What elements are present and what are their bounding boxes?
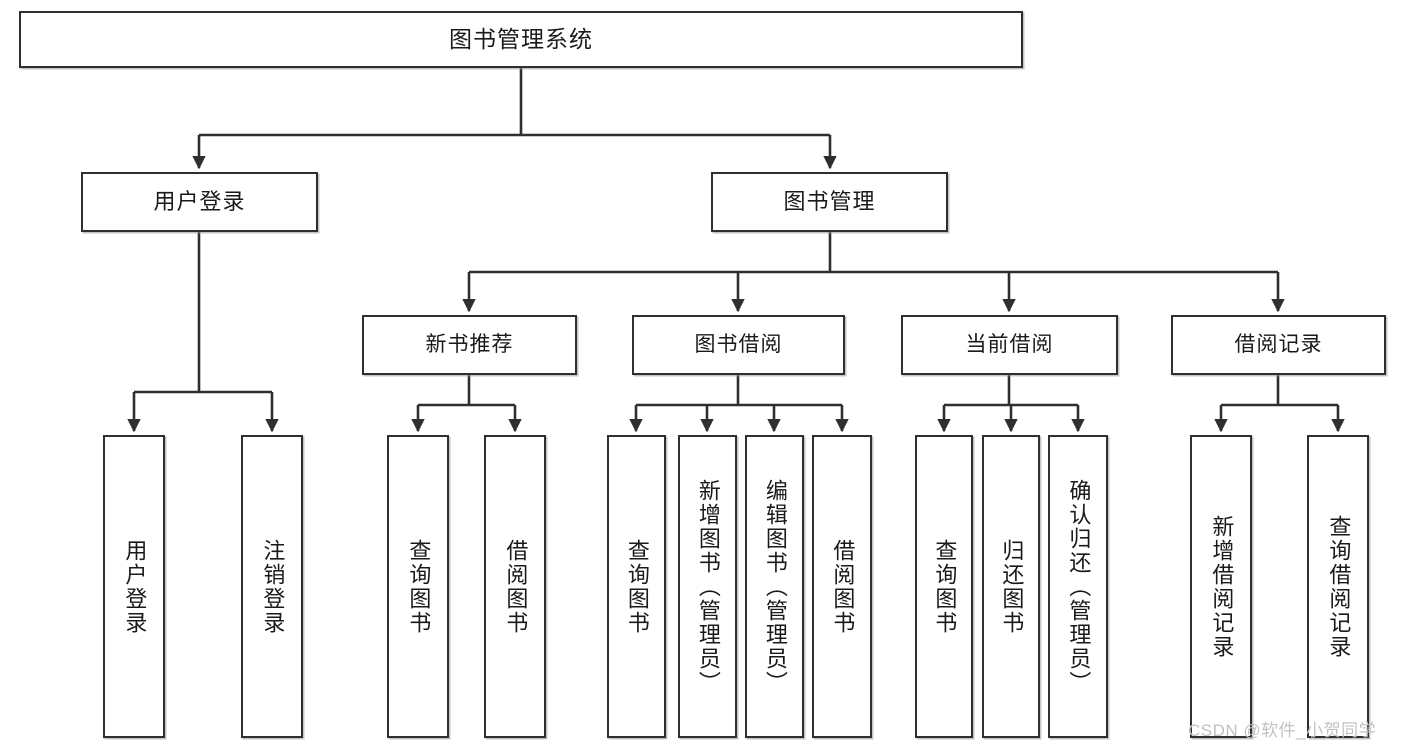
leaf-return-book[interactable]: 归还图书 xyxy=(982,435,1040,738)
leaf-add-book-admin-label: 新增图书（管理员） xyxy=(695,478,721,695)
node-user-login[interactable]: 用户登录 xyxy=(81,172,318,232)
node-book-management[interactable]: 图书管理 xyxy=(711,172,948,232)
leaf-newbook-borrow-book[interactable]: 借阅图书 xyxy=(484,435,546,738)
leaf-newbook-query-book-label: 查询图书 xyxy=(406,538,432,635)
node-book-borrow-label: 图书借阅 xyxy=(694,332,783,356)
node-borrow-record-label: 借阅记录 xyxy=(1234,332,1323,356)
node-new-book-recommend[interactable]: 新书推荐 xyxy=(362,315,577,375)
leaf-newbook-query-book[interactable]: 查询图书 xyxy=(387,435,449,738)
leaf-borrow-query-book-label: 查询图书 xyxy=(624,538,650,635)
leaf-add-borrow-record-label: 新增借阅记录 xyxy=(1209,514,1235,659)
leaf-confirm-return-admin[interactable]: 确认归还（管理员） xyxy=(1048,435,1108,738)
leaf-query-borrow-record[interactable]: 查询借阅记录 xyxy=(1307,435,1369,738)
leaf-borrow-book[interactable]: 借阅图书 xyxy=(812,435,872,738)
leaf-newbook-borrow-book-label: 借阅图书 xyxy=(503,538,529,635)
leaf-add-book-admin[interactable]: 新增图书（管理员） xyxy=(678,435,737,738)
node-root[interactable]: 图书管理系统 xyxy=(19,11,1023,68)
leaf-user-logout-label: 注销登录 xyxy=(260,538,286,635)
leaf-borrow-query-book[interactable]: 查询图书 xyxy=(607,435,666,738)
leaf-edit-book-admin[interactable]: 编辑图书（管理员） xyxy=(745,435,804,738)
node-current-borrow[interactable]: 当前借阅 xyxy=(901,315,1118,375)
leaf-current-query-book-label: 查询图书 xyxy=(932,538,958,635)
csdn-watermark: CSDN @软件_小贺同学 xyxy=(1188,721,1377,740)
node-borrow-record[interactable]: 借阅记录 xyxy=(1171,315,1386,375)
node-book-borrow[interactable]: 图书借阅 xyxy=(632,315,845,375)
node-user-login-label: 用户登录 xyxy=(153,189,246,215)
leaf-user-login-label: 用户登录 xyxy=(122,538,148,635)
leaf-current-query-book[interactable]: 查询图书 xyxy=(915,435,973,738)
leaf-user-login[interactable]: 用户登录 xyxy=(103,435,165,738)
leaf-query-borrow-record-label: 查询借阅记录 xyxy=(1326,514,1352,659)
leaf-borrow-book-label: 借阅图书 xyxy=(830,538,856,635)
node-book-management-label: 图书管理 xyxy=(783,189,876,215)
leaf-edit-book-admin-label: 编辑图书（管理员） xyxy=(762,478,788,695)
leaf-confirm-return-admin-label: 确认归还（管理员） xyxy=(1066,478,1092,695)
leaf-user-logout[interactable]: 注销登录 xyxy=(241,435,303,738)
node-root-label: 图书管理系统 xyxy=(449,25,593,52)
node-new-book-recommend-label: 新书推荐 xyxy=(425,332,514,356)
leaf-return-book-label: 归还图书 xyxy=(999,538,1025,635)
node-current-borrow-label: 当前借阅 xyxy=(965,332,1054,356)
leaf-add-borrow-record[interactable]: 新增借阅记录 xyxy=(1190,435,1252,738)
